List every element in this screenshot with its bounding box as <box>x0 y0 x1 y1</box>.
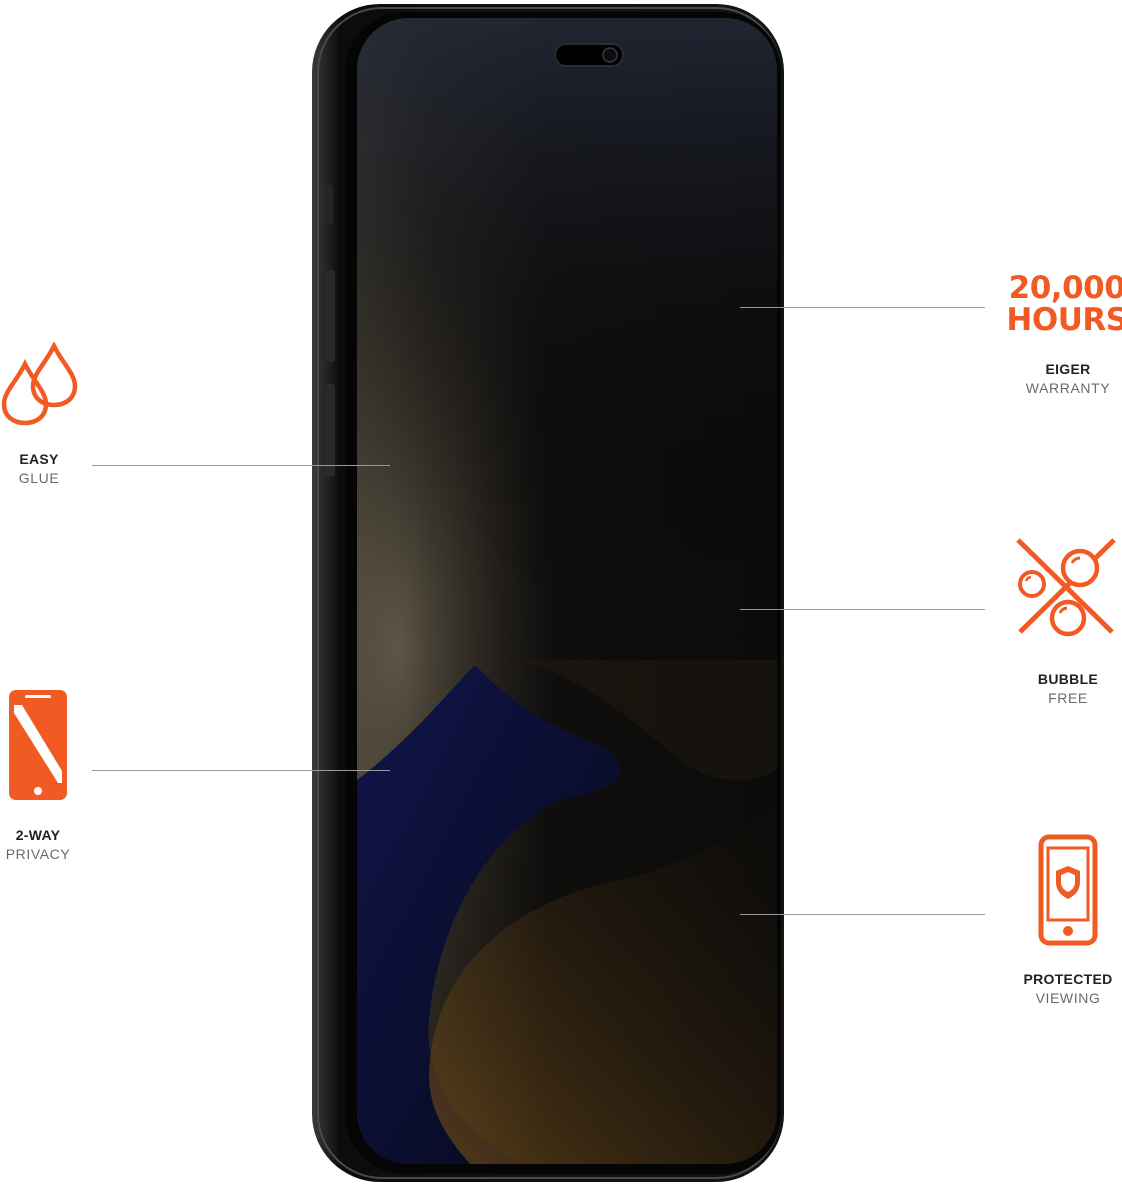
warranty-label: EIGER WARRANTY <box>1016 360 1120 398</box>
leader-line-warranty <box>740 307 985 308</box>
leader-line-privacy <box>92 770 390 771</box>
leader-line-easy-glue <box>92 465 390 466</box>
easy-glue-subtitle: GLUE <box>18 470 60 486</box>
warranty-headline: 20,000 HOURS <box>1006 272 1122 336</box>
protected-viewing-subtitle: VIEWING <box>1035 990 1101 1006</box>
glue-drops-icon <box>1 342 78 426</box>
warranty-title: EIGER <box>1045 361 1091 377</box>
warranty-unit: HOURS <box>1006 302 1122 338</box>
protected-viewing-label: PROTECTED VIEWING <box>1010 970 1122 1008</box>
bubble-free-subtitle: FREE <box>1048 690 1088 706</box>
privacy-phone-icon <box>9 690 67 800</box>
privacy-subtitle: PRIVACY <box>5 846 71 862</box>
easy-glue-title: EASY <box>19 451 59 467</box>
privacy-label: 2-WAY PRIVACY <box>0 826 76 864</box>
warranty-subtitle: WARRANTY <box>1025 380 1111 396</box>
bubble-free-title: BUBBLE <box>1037 671 1099 687</box>
warranty-number: 20,000 <box>1008 270 1122 306</box>
bubble-free-label: BUBBLE FREE <box>1016 670 1120 708</box>
easy-glue-label: EASY GLUE <box>0 450 78 488</box>
privacy-title: 2-WAY <box>15 827 61 843</box>
protected-viewing-title: PROTECTED <box>1023 971 1113 987</box>
no-bubbles-icon <box>1016 538 1116 637</box>
shield-phone-icon <box>1038 834 1098 946</box>
leader-line-bubble-free <box>740 609 985 610</box>
leader-line-protected-viewing <box>740 914 985 915</box>
